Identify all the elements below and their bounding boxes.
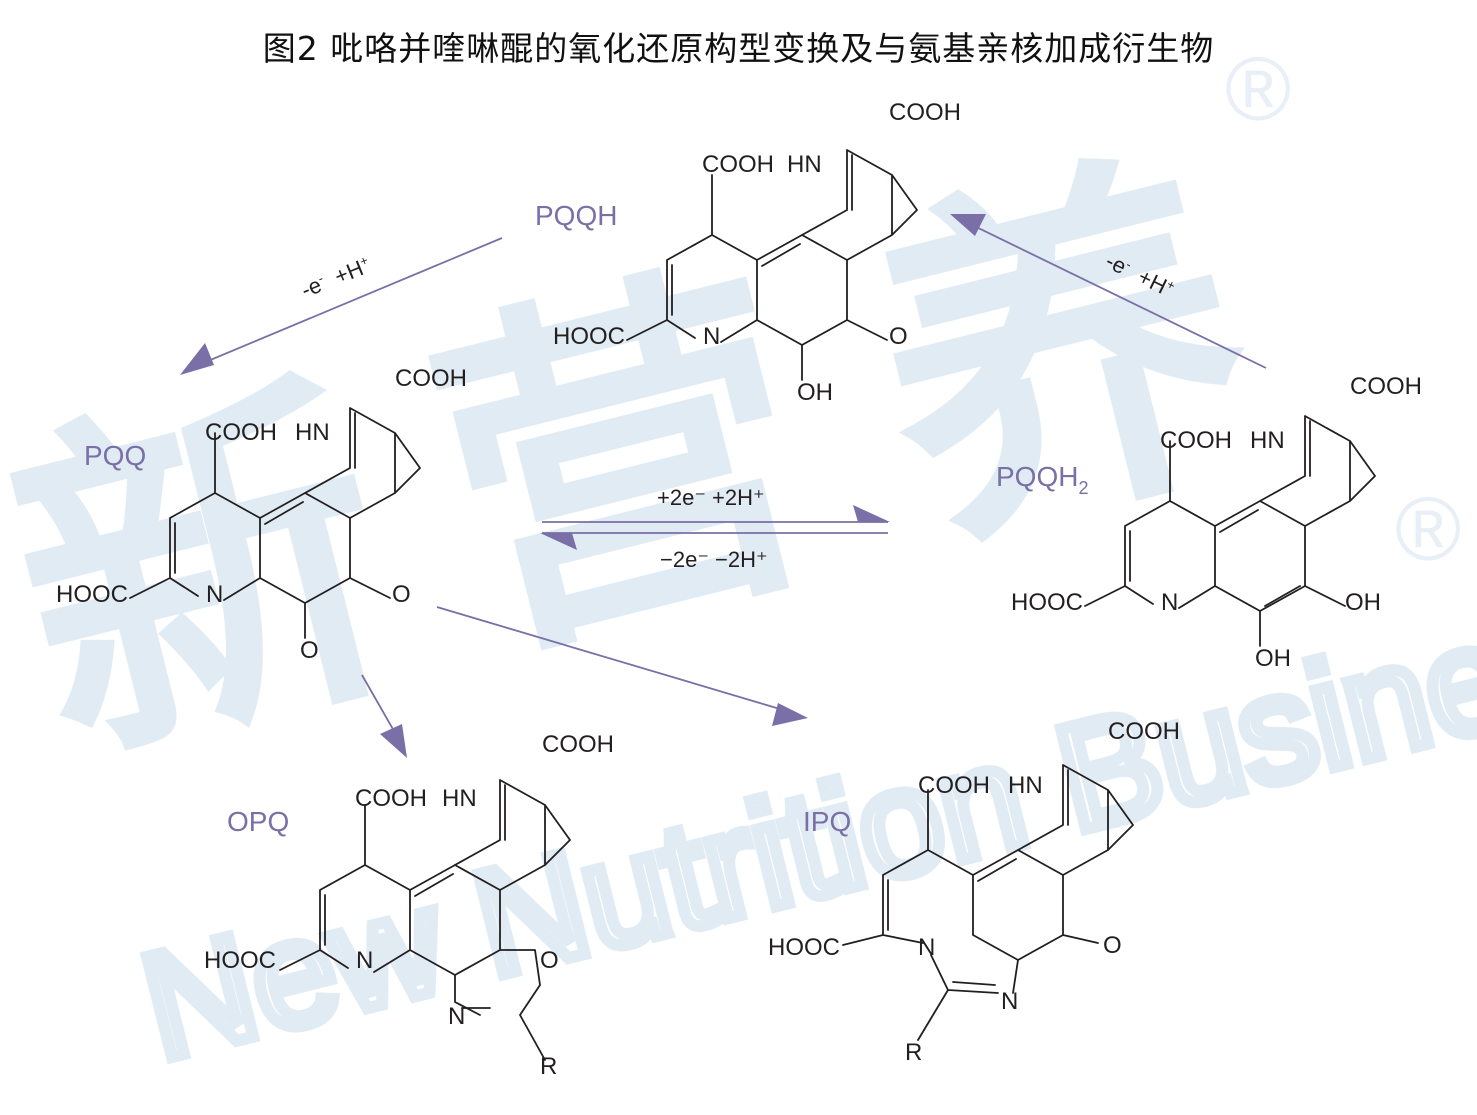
watermark-registered-2: ®	[1395, 480, 1461, 580]
atom-hn: HN	[295, 419, 330, 446]
atom-o: O	[889, 323, 908, 350]
atom-hooc: HOOC	[204, 947, 276, 974]
atom-cooh: COOH	[355, 785, 427, 812]
condition-pqqh-to-pqq: -e-+H+	[298, 252, 374, 302]
structure-pqq: COOH HN COOH HOOC N O O	[56, 365, 467, 664]
atom-cooh: COOH	[205, 419, 277, 446]
watermark-registered-1: ®	[1225, 40, 1291, 140]
label-pqqh: PQQH	[535, 200, 617, 231]
arrowhead-reduction	[853, 505, 890, 522]
atom-n: N	[448, 1003, 465, 1030]
label-pqq: PQQ	[84, 440, 146, 471]
atom-r: R	[540, 1053, 557, 1080]
arrow-pqq-to-ipq	[436, 606, 791, 713]
condition-reduction: +2e⁻ +2H⁺	[657, 485, 765, 510]
arrow-pqq-to-opq	[361, 674, 399, 739]
arrow-pqqh2-to-pqqh	[965, 221, 1267, 369]
atom-cooh: COOH	[542, 731, 614, 758]
atom-n: N	[356, 947, 373, 974]
atom-n: N	[1001, 988, 1018, 1015]
arrowhead-pqq-to-ipq	[772, 703, 808, 726]
reaction-arrows	[180, 214, 1267, 758]
structure-pqqh: COOH HN COOH HOOC N O OH	[553, 99, 961, 406]
atom-hn: HN	[1250, 427, 1285, 454]
atom-cooh: COOH	[395, 365, 467, 392]
arrowhead-pqqh2-to-pqqh	[950, 214, 986, 236]
watermark-char-2: 营	[398, 218, 849, 712]
arrowhead-pqqh-to-pqq	[180, 343, 214, 375]
atom-o: O	[392, 581, 411, 608]
atom-o: O	[540, 947, 559, 974]
atom-cooh: COOH	[1160, 427, 1232, 454]
atom-cooh: COOH	[1108, 718, 1180, 745]
figure-title: 图2 吡咯并喹啉醌的氧化还原构型变换及与氨基亲核加成衍生物	[262, 29, 1215, 68]
atom-cooh: COOH	[889, 99, 961, 126]
atom-cooh: COOH	[918, 772, 990, 799]
condition-oxidation: −2e⁻ −2H⁺	[660, 547, 768, 572]
atom-hooc: HOOC	[56, 581, 128, 608]
arrowhead-pqq-to-opq	[380, 724, 407, 758]
atom-cooh: COOH	[1350, 373, 1422, 400]
atom-oh: OH	[1345, 589, 1381, 616]
structure-pqqh2: COOH HN COOH HOOC N OH OH	[1011, 373, 1422, 672]
atom-n: N	[206, 581, 223, 608]
atom-oh: OH	[1255, 645, 1291, 672]
atom-hooc: HOOC	[1011, 589, 1083, 616]
atom-o: O	[300, 637, 319, 664]
atom-n: N	[1161, 589, 1178, 616]
watermark-char-1: 新	[0, 328, 429, 822]
watermark-char-3: 养	[838, 108, 1289, 602]
atom-n: N	[918, 934, 935, 961]
label-pqqh2: PQQH2	[996, 461, 1088, 498]
atom-hooc: HOOC	[768, 934, 840, 961]
atom-hn: HN	[1008, 772, 1043, 799]
atom-n: N	[703, 323, 720, 350]
atom-oh: OH	[797, 379, 833, 406]
atom-hn: HN	[787, 151, 822, 178]
atom-hooc: HOOC	[553, 323, 625, 350]
arrow-pqqh-to-pqq	[195, 237, 503, 367]
atom-hn: HN	[442, 785, 477, 812]
molecule-labels: PQQH PQQ PQQH2 OPQ IPQ	[84, 200, 1088, 837]
label-ipq: IPQ	[803, 806, 851, 837]
structure-ipq: COOH HN COOH HOOC N O N R	[768, 718, 1180, 1066]
structure-opq: COOH HN COOH HOOC N O N R	[204, 731, 614, 1080]
atom-o: O	[1103, 932, 1122, 959]
atom-cooh: COOH	[702, 151, 774, 178]
atom-r: R	[905, 1039, 922, 1066]
label-opq: OPQ	[227, 806, 289, 837]
arrowhead-oxidation	[540, 533, 577, 550]
